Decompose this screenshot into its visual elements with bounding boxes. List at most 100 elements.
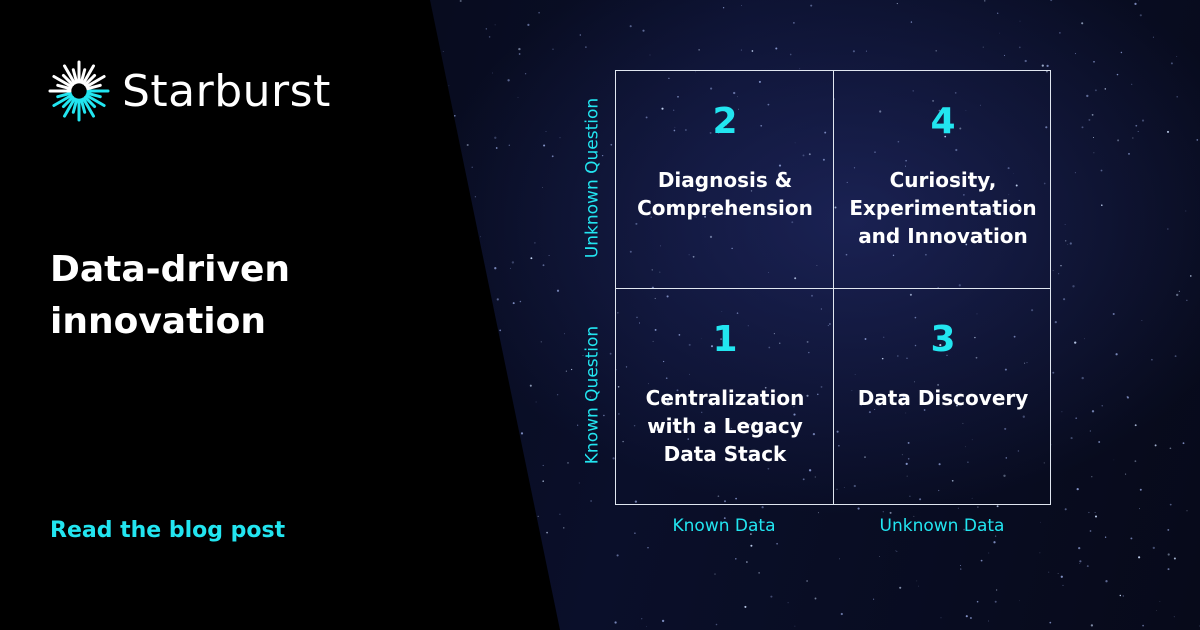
star bbox=[1089, 430, 1091, 432]
star bbox=[718, 133, 720, 134]
star bbox=[1015, 184, 1018, 187]
star bbox=[971, 439, 973, 441]
star bbox=[582, 355, 584, 356]
star bbox=[649, 54, 651, 56]
star bbox=[963, 194, 965, 196]
star bbox=[678, 334, 681, 336]
star bbox=[1070, 437, 1073, 440]
star bbox=[794, 277, 797, 280]
logo-ray bbox=[61, 95, 75, 109]
star bbox=[723, 517, 726, 520]
star bbox=[466, 143, 469, 147]
star bbox=[1018, 600, 1020, 602]
star bbox=[996, 505, 999, 508]
star bbox=[1151, 358, 1153, 361]
star bbox=[535, 401, 537, 403]
logo-ray bbox=[56, 91, 72, 99]
star bbox=[904, 165, 907, 167]
star bbox=[944, 135, 947, 138]
star bbox=[965, 109, 967, 111]
star bbox=[982, 46, 984, 48]
star bbox=[453, 114, 456, 117]
star bbox=[901, 454, 903, 456]
star bbox=[1132, 137, 1134, 139]
star bbox=[744, 605, 747, 608]
star bbox=[552, 48, 554, 50]
star bbox=[676, 389, 679, 392]
star bbox=[845, 253, 848, 256]
star bbox=[740, 49, 742, 51]
star bbox=[1152, 546, 1155, 550]
star bbox=[1122, 595, 1124, 597]
star bbox=[647, 547, 649, 549]
star bbox=[559, 137, 561, 139]
star bbox=[1186, 510, 1188, 512]
star bbox=[652, 340, 654, 342]
star bbox=[585, 46, 587, 48]
star bbox=[914, 344, 917, 347]
star bbox=[764, 386, 767, 389]
star bbox=[979, 104, 981, 106]
star bbox=[1024, 362, 1026, 364]
star bbox=[1007, 167, 1010, 170]
quadrant-matrix: 2 Diagnosis & Comprehension 4 Curiosity,… bbox=[615, 70, 1051, 505]
star bbox=[1067, 243, 1069, 245]
star bbox=[969, 616, 972, 620]
star bbox=[1094, 512, 1096, 513]
star bbox=[879, 556, 880, 557]
star bbox=[913, 515, 915, 517]
star bbox=[947, 126, 948, 127]
star bbox=[836, 430, 839, 433]
star bbox=[994, 535, 997, 537]
star bbox=[1173, 557, 1176, 560]
star bbox=[1093, 61, 1095, 63]
logo-ray bbox=[63, 64, 76, 85]
star bbox=[1176, 95, 1178, 98]
star bbox=[740, 182, 742, 184]
star bbox=[906, 357, 908, 359]
read-blog-link[interactable]: Read the blog post bbox=[50, 518, 286, 543]
star bbox=[692, 255, 695, 258]
star bbox=[689, 373, 690, 375]
star bbox=[787, 602, 789, 604]
logo-ray bbox=[86, 91, 102, 99]
star bbox=[834, 206, 837, 209]
star bbox=[1139, 488, 1142, 491]
logo-ray bbox=[63, 97, 76, 118]
star bbox=[507, 79, 510, 82]
star bbox=[820, 385, 823, 388]
star bbox=[1072, 285, 1075, 288]
star bbox=[1043, 182, 1046, 185]
star bbox=[1050, 0, 1053, 2]
star bbox=[1048, 571, 1050, 573]
star bbox=[956, 404, 958, 407]
star bbox=[1134, 424, 1137, 427]
logo-ray bbox=[52, 94, 73, 107]
star bbox=[494, 24, 496, 26]
star bbox=[666, 295, 669, 298]
star bbox=[512, 302, 515, 305]
star bbox=[951, 479, 954, 482]
star bbox=[955, 148, 958, 152]
star bbox=[1126, 396, 1130, 399]
star bbox=[492, 72, 493, 74]
star bbox=[1079, 560, 1082, 563]
star bbox=[794, 142, 796, 144]
star bbox=[1098, 441, 1101, 443]
star bbox=[1142, 624, 1144, 627]
quadrant-label: Data Discovery bbox=[857, 386, 1029, 410]
star bbox=[618, 413, 620, 415]
star bbox=[971, 497, 973, 499]
star bbox=[748, 423, 751, 426]
star bbox=[1139, 14, 1142, 17]
star bbox=[1054, 320, 1057, 324]
star bbox=[1131, 83, 1133, 85]
star bbox=[733, 91, 736, 95]
star bbox=[1112, 312, 1115, 316]
star bbox=[864, 456, 866, 458]
star bbox=[1018, 46, 1021, 49]
star bbox=[778, 164, 782, 167]
star bbox=[793, 406, 795, 408]
star bbox=[1173, 616, 1175, 618]
star bbox=[857, 507, 860, 510]
